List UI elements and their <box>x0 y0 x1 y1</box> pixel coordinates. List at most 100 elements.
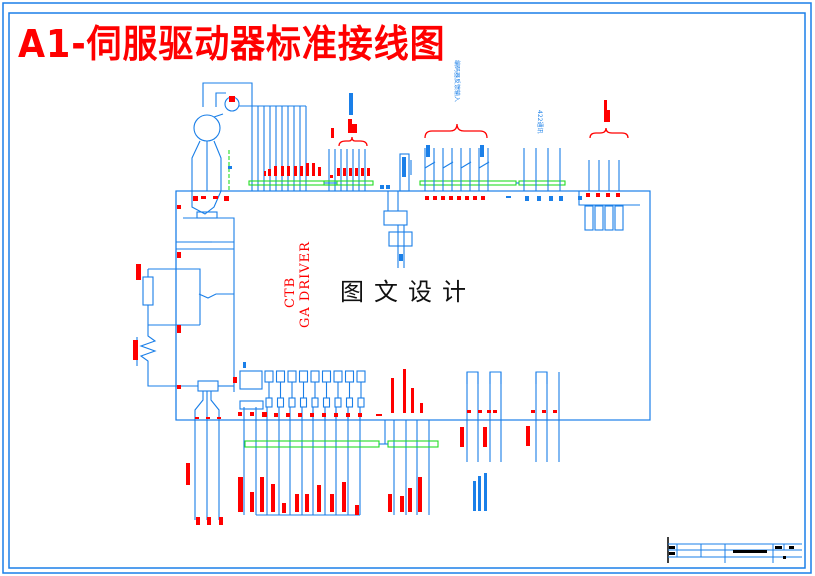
red-label-block <box>334 413 338 417</box>
wire <box>424 161 436 169</box>
optocoupler <box>584 205 594 231</box>
relay-coil <box>334 397 342 408</box>
red-label-block <box>295 494 299 512</box>
encoder-group-label: 编码器反馈输入 <box>453 60 460 103</box>
wire <box>466 371 479 384</box>
red-label-block <box>411 388 414 413</box>
red-label-block <box>136 264 141 280</box>
red-label-block <box>616 193 620 197</box>
wire <box>578 191 640 206</box>
red-label-block <box>337 168 340 176</box>
relay <box>321 370 332 383</box>
red-label-block <box>349 168 352 176</box>
red-label-block <box>207 517 211 525</box>
red-label-block <box>260 477 264 512</box>
red-label-block <box>274 166 277 176</box>
red-label-block <box>531 410 535 413</box>
red-label-block <box>376 414 382 416</box>
red-label-block <box>298 413 302 417</box>
wire <box>460 161 472 169</box>
relay-coil <box>311 397 319 408</box>
red-label-block <box>526 426 530 446</box>
red-label-block <box>300 166 303 176</box>
red-label-block <box>206 417 210 419</box>
optocoupler <box>614 205 624 231</box>
red-label-block <box>367 168 370 176</box>
red-label-block <box>322 413 326 417</box>
red-label-block <box>306 163 309 176</box>
comm-422-label: 422通讯 <box>536 110 543 134</box>
optocoupler <box>594 205 604 231</box>
red-label-block <box>403 387 406 413</box>
red-label-block <box>177 385 181 389</box>
red-label-block <box>238 412 242 416</box>
blue-block <box>480 145 484 157</box>
red-label-block <box>487 410 491 413</box>
red-label-block <box>355 168 358 176</box>
blue-block <box>399 254 403 261</box>
relay <box>298 370 309 383</box>
red-label-block <box>317 485 321 512</box>
blue-block <box>525 196 529 201</box>
red-label-block <box>441 196 445 200</box>
red-label-block <box>473 196 477 200</box>
red-label-block <box>133 340 138 360</box>
red-label-block <box>264 171 266 176</box>
red-label-block <box>388 494 392 512</box>
blue-block <box>473 481 476 511</box>
red-label-block <box>201 196 206 199</box>
wire <box>442 161 454 169</box>
relay-coil <box>322 397 331 408</box>
red-label-block <box>449 196 453 200</box>
red-label-block <box>433 196 437 200</box>
red-label-block <box>542 410 546 413</box>
red-label-block <box>330 494 334 512</box>
red-label-block <box>196 517 200 525</box>
blue-block <box>478 476 481 511</box>
red-label-block <box>358 413 362 417</box>
blue-block <box>578 196 582 200</box>
red-label-block <box>195 417 199 419</box>
blue-block <box>549 196 553 201</box>
blue-block <box>426 145 430 157</box>
relay-coil <box>357 397 365 408</box>
relay <box>264 370 274 383</box>
red-label-block <box>217 417 221 419</box>
red-label-block <box>596 193 600 197</box>
relay-coil <box>345 397 354 408</box>
red-label-block <box>219 517 223 525</box>
relay <box>287 370 297 383</box>
blue-block <box>349 93 353 115</box>
red-label-block <box>604 100 607 122</box>
blue-block <box>559 196 563 201</box>
wiring <box>136 82 640 520</box>
red-label-block <box>586 193 590 197</box>
red-label-block <box>274 413 278 417</box>
red-label-block <box>553 410 557 413</box>
red-label-block <box>425 196 429 200</box>
red-label-block <box>271 484 275 512</box>
red-label-block <box>346 413 350 417</box>
red-label-block <box>312 163 315 176</box>
inner-frame <box>8 12 806 569</box>
red-label-block <box>281 166 284 176</box>
red-label-block <box>250 492 254 512</box>
relay <box>344 370 355 383</box>
red-label-block <box>403 369 406 389</box>
red-label-block <box>467 410 471 413</box>
red-label-block <box>310 413 314 417</box>
red-label-block <box>348 119 352 133</box>
red-label-block <box>186 463 190 485</box>
blue-block <box>537 196 541 201</box>
blue-blocks <box>228 93 582 511</box>
red-label-block <box>331 128 334 138</box>
red-label-block <box>177 325 181 333</box>
red-label-block <box>352 124 357 133</box>
red-label-block <box>460 427 464 447</box>
red-label-block <box>408 488 412 512</box>
wire <box>489 371 502 384</box>
red-label-block <box>493 410 497 413</box>
title-block <box>667 537 802 563</box>
